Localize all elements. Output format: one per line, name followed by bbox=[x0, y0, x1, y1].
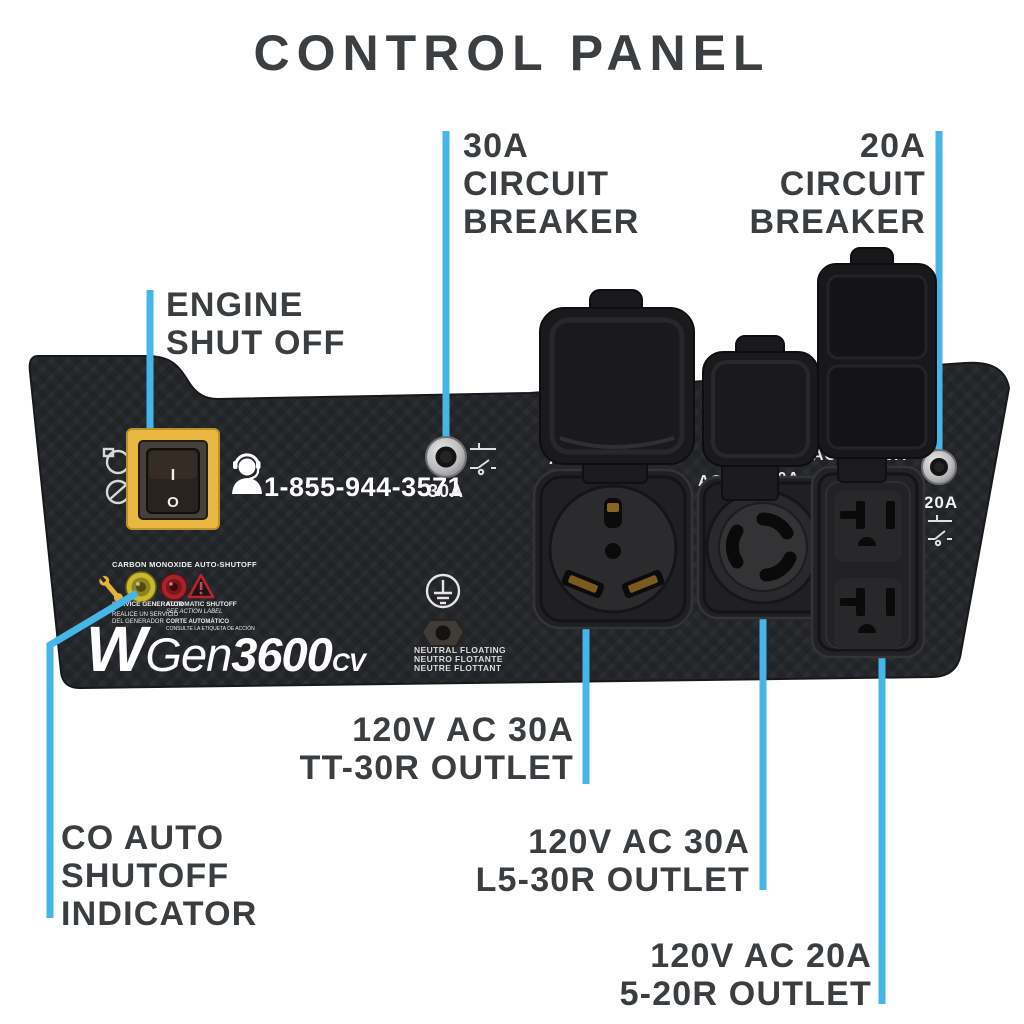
outlet-520r bbox=[810, 247, 937, 659]
co-cluster-title: CARBON MONOXIDE AUTO-SHUTOFF bbox=[112, 560, 257, 569]
outlet-l530r bbox=[696, 335, 832, 620]
page-title: CONTROL PANEL bbox=[253, 25, 771, 81]
breaker-symbol-30a bbox=[470, 443, 496, 476]
circuit-breaker-30a bbox=[425, 436, 467, 478]
co-service-text: SERVICE GENERATOR REALICE UN SERVICIO DE… bbox=[112, 601, 183, 625]
switch-on-marking: I bbox=[171, 467, 175, 484]
outlet-520r-lid bbox=[817, 247, 937, 459]
breaker-30a-amp-label: 30A bbox=[428, 481, 464, 501]
wrench-icon bbox=[99, 575, 123, 603]
svg-text:REALICE UN SERVICIO: REALICE UN SERVICIO bbox=[112, 612, 179, 618]
neutral-floating-label: NEUTRAL FLOATING NEUTRO FLOTANTE NEUTRE … bbox=[414, 645, 506, 673]
svg-text:AUTOMATIC SHUTOFF: AUTOMATIC SHUTOFF bbox=[166, 601, 237, 608]
label-20a-circuit-breaker: 20A CIRCUIT BREAKER bbox=[749, 127, 926, 241]
ground-terminal-bolt bbox=[420, 619, 466, 647]
label-tt30r-outlet: 120V AC 30A TT-30R OUTLET bbox=[299, 711, 574, 787]
svg-text:SERVICE GENERATOR: SERVICE GENERATOR bbox=[112, 601, 183, 608]
svg-text:SEE ACTION LABEL: SEE ACTION LABEL bbox=[166, 609, 222, 615]
label-520r-outlet: 120V AC 20A 5-20R OUTLET bbox=[619, 937, 872, 1013]
label-co-auto-shutoff-indicator: CO AUTO SHUTOFF INDICATOR bbox=[61, 819, 258, 933]
support-phone-number: 1-855-944-3571 bbox=[264, 472, 463, 502]
switch-off-marking: O bbox=[167, 494, 179, 511]
label-30a-circuit-breaker: 30A CIRCUIT BREAKER bbox=[463, 127, 640, 241]
outlet-l530r-lid bbox=[702, 335, 819, 467]
breaker-20a-amp-label: 20A bbox=[924, 493, 958, 512]
callout-line-co-indicator bbox=[46, 589, 139, 918]
svg-text:NEUTRE FLOTTANT: NEUTRE FLOTTANT bbox=[414, 663, 502, 673]
svg-text:NEUTRO FLOTANTE: NEUTRO FLOTANTE bbox=[414, 654, 503, 664]
label-engine-shut-off: ENGINE SHUT OFF bbox=[166, 286, 346, 362]
circuit-breaker-20a bbox=[921, 449, 957, 485]
svg-text:CORTE AUTOMÁTICO: CORTE AUTOMÁTICO bbox=[166, 618, 229, 625]
co-auto-shutoff-text: AUTOMATIC SHUTOFF SEE ACTION LABEL CORTE… bbox=[166, 601, 255, 632]
svg-text:CONSULTE LA ETIQUETA DE ACCIÓN: CONSULTE LA ETIQUETA DE ACCIÓN bbox=[166, 625, 255, 632]
brand-logo: WGen3600CV bbox=[86, 613, 368, 685]
outlet-tt30r-lid bbox=[539, 289, 695, 465]
breaker-symbol-20a bbox=[928, 515, 952, 547]
engine-shutoff-switch: I O bbox=[126, 428, 220, 530]
svg-text:DEL GENERADOR: DEL GENERADOR bbox=[112, 619, 164, 625]
label-l530r-outlet: 120V AC 30A L5-30R OUTLET bbox=[475, 823, 750, 899]
svg-text:NEUTRAL FLOATING: NEUTRAL FLOATING bbox=[414, 645, 506, 655]
support-headset-icon bbox=[232, 453, 262, 494]
outlet-tt30r bbox=[532, 289, 695, 630]
co-shutoff-led bbox=[160, 573, 188, 601]
ground-symbol-icon bbox=[425, 573, 461, 609]
warning-triangle-icon bbox=[187, 573, 215, 599]
